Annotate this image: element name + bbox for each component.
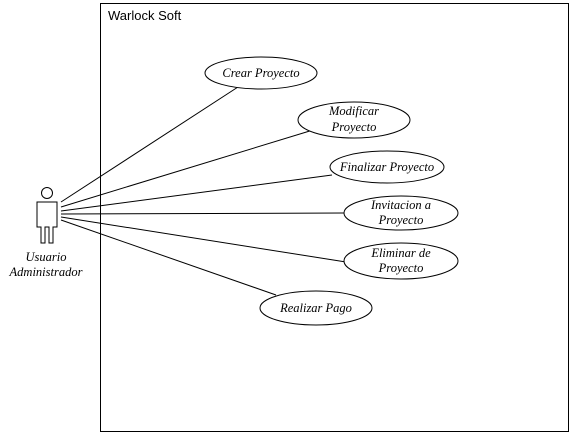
actor-head [41,187,53,199]
actor-body [36,201,58,244]
association-crear-proyecto [60,86,239,203]
association-modificar-proyecto [60,129,314,208]
use-case-ellipse [259,290,373,326]
use-case-label-line1: Modificar [328,104,379,118]
use-case-label-line2: Proyecto [378,261,424,275]
use-case-modificar-proyecto: Modificar Proyecto [297,101,411,139]
use-case-label-line1: Invitacion a [370,198,431,212]
system-title: Warlock Soft [108,8,182,23]
use-case-eliminar-proyecto: Eliminar de Proyecto [343,242,459,280]
use-case-label-line2: Proyecto [378,213,424,227]
use-case-finalizar-proyecto: Finalizar Proyecto [329,150,445,184]
system-boundary [100,3,569,432]
association-invitacion-proyecto [60,212,345,215]
actor-name-line1: Usuario [26,250,67,264]
use-case-label: Crear Proyecto [222,66,299,80]
use-case-ellipse [329,150,445,184]
use-case-invitacion-proyecto: Invitacion a Proyecto [343,195,459,231]
use-case-crear-proyecto: Crear Proyecto [204,56,318,90]
use-case-ellipse [343,195,459,231]
use-case-label-line1: Eliminar de [370,246,431,260]
use-case-ellipse [297,101,411,139]
actor-usuario-administrador: Usuario Administrador [9,187,83,279]
use-case-ellipse [204,56,318,90]
use-case-ellipse [343,242,459,280]
actor-name-line2: Administrador [9,265,83,279]
association-realizar-pago [60,219,277,296]
association-finalizar-proyecto [60,174,333,212]
use-case-realizar-pago: Realizar Pago [259,290,373,326]
use-case-label-line2: Proyecto [331,120,377,134]
association-eliminar-proyecto [60,216,347,263]
use-case-label: Finalizar Proyecto [339,160,434,174]
associations [60,86,347,296]
use-case-label: Realizar Pago [279,301,352,315]
